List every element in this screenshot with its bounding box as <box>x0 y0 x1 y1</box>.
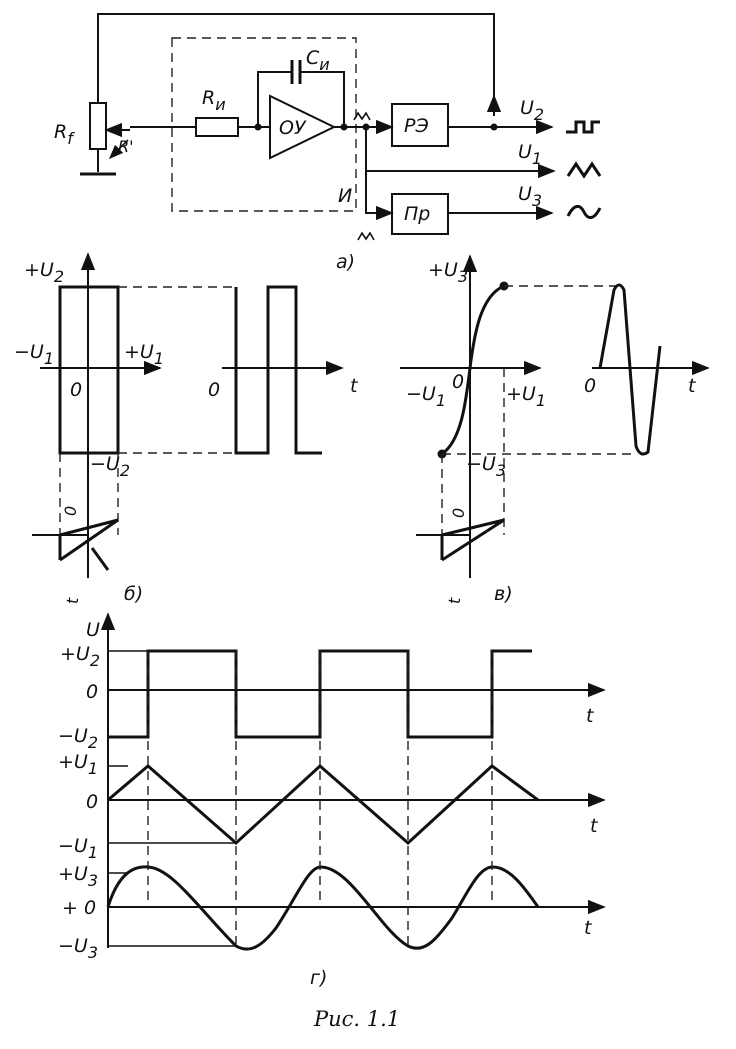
v-input-triangle <box>441 518 505 562</box>
comparator-block <box>391 103 449 147</box>
g-caption: г) <box>310 967 327 989</box>
v-zero: 0 <box>452 371 464 393</box>
feedback-wire <box>97 13 495 116</box>
g-minus-u1: −U1 <box>58 835 98 862</box>
u1-label: U1 <box>518 141 542 168</box>
g-square-wave <box>108 649 532 739</box>
g-plus-u1: +U1 <box>58 751 98 778</box>
g-zero3: + 0 <box>62 897 96 919</box>
resistor-ri <box>195 117 239 137</box>
output-node <box>340 123 348 131</box>
ci-label: Cи <box>306 47 330 74</box>
b-pulse-wave <box>234 285 322 455</box>
integrator-label: И <box>338 185 352 207</box>
v-plus-u3: +U3 <box>428 259 468 286</box>
g-minus-u2: −U2 <box>58 725 98 752</box>
v-zero-small: 0 <box>449 508 468 518</box>
v-minus-u3: −U3 <box>466 453 506 480</box>
g-plus-u2: +U2 <box>60 643 100 670</box>
v-transfer-curve <box>441 284 505 456</box>
b-zero-small: 0 <box>61 506 80 516</box>
g-zero2: 0 <box>86 791 98 813</box>
integrator-box <box>171 37 357 212</box>
ri-label: Rи <box>202 87 226 114</box>
panel-v: +U3 −U1 +U1 0 −U3 0 t 0 t в) <box>400 254 710 605</box>
g-t3: t <box>584 917 593 939</box>
g-minus-u3: −U3 <box>58 935 98 962</box>
v-zero-rt: 0 <box>584 375 596 397</box>
v-t-small: t <box>445 597 464 604</box>
opamp-triangle <box>269 94 337 160</box>
v-t: t <box>688 375 697 397</box>
zigzag-top <box>353 111 371 121</box>
panel-b: +U2 −U1 +U1 0 −U2 0 t 0 t б) <box>14 252 359 605</box>
cap-left-wire <box>257 71 292 127</box>
triangle-wave-icon <box>566 161 602 179</box>
b-plus-u2: +U2 <box>24 259 64 286</box>
comparator-label: РЭ <box>404 115 429 137</box>
g-plus-u3: +U3 <box>58 863 98 890</box>
g-triangle-wave <box>107 763 539 846</box>
g-u: U <box>86 619 100 641</box>
u2-node <box>490 123 498 131</box>
b-zero-rt: 0 <box>208 379 220 401</box>
converter-label: Пр <box>404 203 430 225</box>
g-t2: t <box>590 815 599 837</box>
v-plus-u1: +U1 <box>506 383 546 410</box>
b-caption: б) <box>124 583 143 605</box>
u3-label: U3 <box>518 183 542 210</box>
rf-label: Rf <box>54 121 75 148</box>
b-plus-u1: +U1 <box>124 341 164 368</box>
potentiometer-rf <box>89 102 107 150</box>
rprime-arrow <box>108 139 129 160</box>
g-t1: t <box>586 705 595 727</box>
b-minus-u1: −U1 <box>14 341 54 368</box>
b-minus-u2: −U2 <box>90 453 130 480</box>
schematic-caption: а) <box>336 251 355 273</box>
b-t-small: t <box>63 597 82 604</box>
zigzag-bottom <box>357 231 375 241</box>
panel-g: U +U2 0 −U2 +U1 0 −U1 +U3 + 0 −U3 t t t <box>58 612 606 989</box>
b-input-triangle <box>59 518 119 562</box>
square-wave-icon <box>566 120 600 134</box>
v-output-wave <box>598 283 662 456</box>
sine-wave-icon <box>566 205 602 219</box>
b-input-tail <box>90 547 110 571</box>
figure-caption: Рис. 1.1 <box>313 1007 400 1031</box>
to-converter-wire <box>365 171 392 214</box>
cap-right-wire <box>300 71 345 127</box>
u2-label: U2 <box>520 97 544 124</box>
b-t: t <box>350 375 359 397</box>
b-zero: 0 <box>70 379 82 401</box>
rprime-label: R' <box>118 137 134 156</box>
opamp-label: ОУ <box>279 117 307 139</box>
b-hysteresis-loop <box>58 285 120 455</box>
v-caption: в) <box>494 583 513 605</box>
v-minus-u1: −U1 <box>406 383 446 410</box>
g-zero1: 0 <box>86 681 98 703</box>
schematic: Rf R' И Rи Cи ОУ РЭ U2 <box>54 13 602 273</box>
